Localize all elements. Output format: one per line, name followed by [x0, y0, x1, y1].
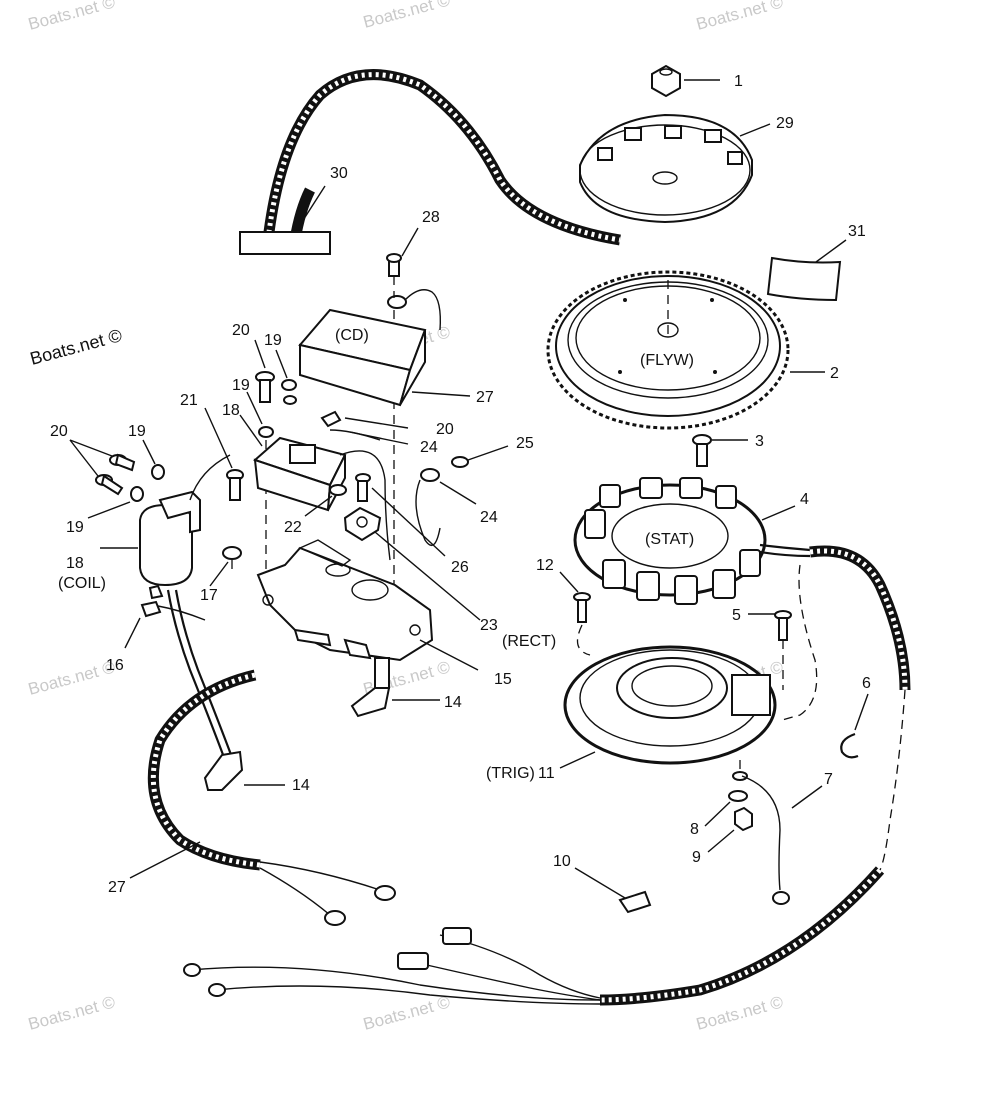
callout-27-bottom: 27 [108, 879, 126, 896]
callout-26: 26 [451, 559, 469, 576]
callout-20-center: 20 [232, 322, 250, 339]
watermark: Boats.net © [26, 0, 117, 34]
part-nut-16 [124, 600, 206, 649]
watermark: Boats.net © [26, 657, 117, 699]
part-screw-26 [355, 473, 446, 557]
part-spark-boot-14-center [350, 657, 440, 718]
part-screw-21 [204, 407, 244, 501]
callout-24-right: 24 [480, 509, 498, 526]
part-nut-9 [707, 806, 753, 853]
part-screw-25 [451, 445, 509, 468]
callout-15: 15 [494, 671, 512, 688]
watermark-dark: Boats.net © [28, 325, 124, 369]
part-nut-1 [651, 64, 720, 98]
callout-19-center-top: 19 [264, 332, 282, 349]
callout-14-left: 14 [292, 777, 310, 794]
callout-6: 6 [862, 675, 871, 692]
label-stat: (STAT) [645, 531, 694, 548]
watermark: Boats.net © [26, 992, 117, 1034]
part-flywheel-cover-29 [579, 113, 771, 224]
callout-5: 5 [732, 607, 741, 624]
callout-7: 7 [824, 771, 833, 788]
part-coil-18-center [239, 414, 391, 561]
callout-27-top: 27 [476, 389, 494, 406]
callout-numbers: 1 29 31 2 3 4 12 5 6 7 8 9 10 11 30 28 2… [50, 73, 871, 896]
label-cd: (CD) [335, 327, 369, 344]
part-washer-24-right [415, 468, 477, 547]
part-lower-wires [183, 927, 601, 1005]
callout-2: 2 [830, 365, 839, 382]
callout-16: 16 [106, 657, 124, 674]
part-lead-30 [239, 69, 621, 255]
part-stator-4 [573, 477, 811, 605]
part-clip-10 [574, 867, 652, 914]
callout-3: 3 [755, 433, 764, 450]
watermark: Boats.net © [694, 0, 785, 34]
callout-10: 10 [553, 853, 571, 870]
part-screw-5 [748, 610, 792, 690]
callout-25: 25 [516, 435, 534, 452]
callout-4: 4 [800, 491, 809, 508]
part-screw-24-left [329, 429, 409, 445]
callout-18-center: 18 [222, 402, 240, 419]
part-ground-wire-7 [732, 771, 823, 905]
part-washers-19-left [87, 439, 165, 519]
harness-stator [599, 545, 911, 1006]
callout-22: 22 [284, 519, 302, 536]
callout-29: 29 [776, 115, 794, 132]
callout-8: 8 [690, 821, 699, 838]
callout-20-left: 20 [50, 423, 68, 440]
part-screw-3 [692, 434, 748, 467]
callout-18-left: 18 [66, 555, 84, 572]
callout-19-center-mid: 19 [232, 377, 250, 394]
part-coil-18-left [100, 454, 231, 600]
callout-9: 9 [692, 849, 701, 866]
part-ring-6 [840, 693, 869, 759]
part-cd-box [298, 308, 471, 407]
watermark: Boats.net © [694, 992, 785, 1034]
callout-24-left: 24 [420, 439, 438, 456]
callout-31: 31 [848, 223, 866, 240]
callout-14-center: 14 [444, 694, 462, 711]
part-screw-12 [559, 571, 591, 656]
part-harness-27 [129, 669, 396, 926]
part-screw-28 [386, 227, 442, 640]
label-rect: (RECT) [502, 633, 556, 650]
part-decal-31 [766, 239, 847, 302]
watermark: Boats.net © [361, 992, 452, 1034]
part-trigger-11 [559, 645, 777, 780]
part-washer-8 [704, 790, 748, 827]
label-flyw: (FLYW) [640, 352, 694, 369]
callout-20-right: 20 [436, 421, 454, 438]
part-screw-20-center [254, 339, 275, 403]
callout-28: 28 [422, 209, 440, 226]
part-bracket-15 [256, 539, 479, 671]
callout-19-left-bottom: 19 [66, 519, 84, 536]
component-labels: (CD) (FLYW) (STAT) (COIL) (RECT) (TRIG) [58, 327, 694, 782]
callout-11: 11 [538, 765, 555, 782]
callout-12: 12 [536, 557, 554, 574]
label-coil: (COIL) [58, 575, 106, 592]
part-rectifier-23 [343, 506, 481, 621]
part-washer-17 [209, 546, 242, 587]
callout-23: 23 [480, 617, 498, 634]
part-flywheel-2 [546, 270, 825, 430]
callout-21: 21 [180, 392, 198, 409]
callout-1: 1 [734, 73, 743, 90]
callout-19-left-top: 19 [128, 423, 146, 440]
part-spark-lead-14-left [166, 589, 285, 791]
callout-30: 30 [330, 165, 348, 182]
watermark: Boats.net © [361, 0, 452, 32]
part-screw-20-right [283, 395, 409, 429]
label-trig: (TRIG) [486, 765, 535, 782]
part-washer-22 [304, 484, 347, 517]
callout-17: 17 [200, 587, 218, 604]
part-screws-20-left [69, 439, 136, 496]
